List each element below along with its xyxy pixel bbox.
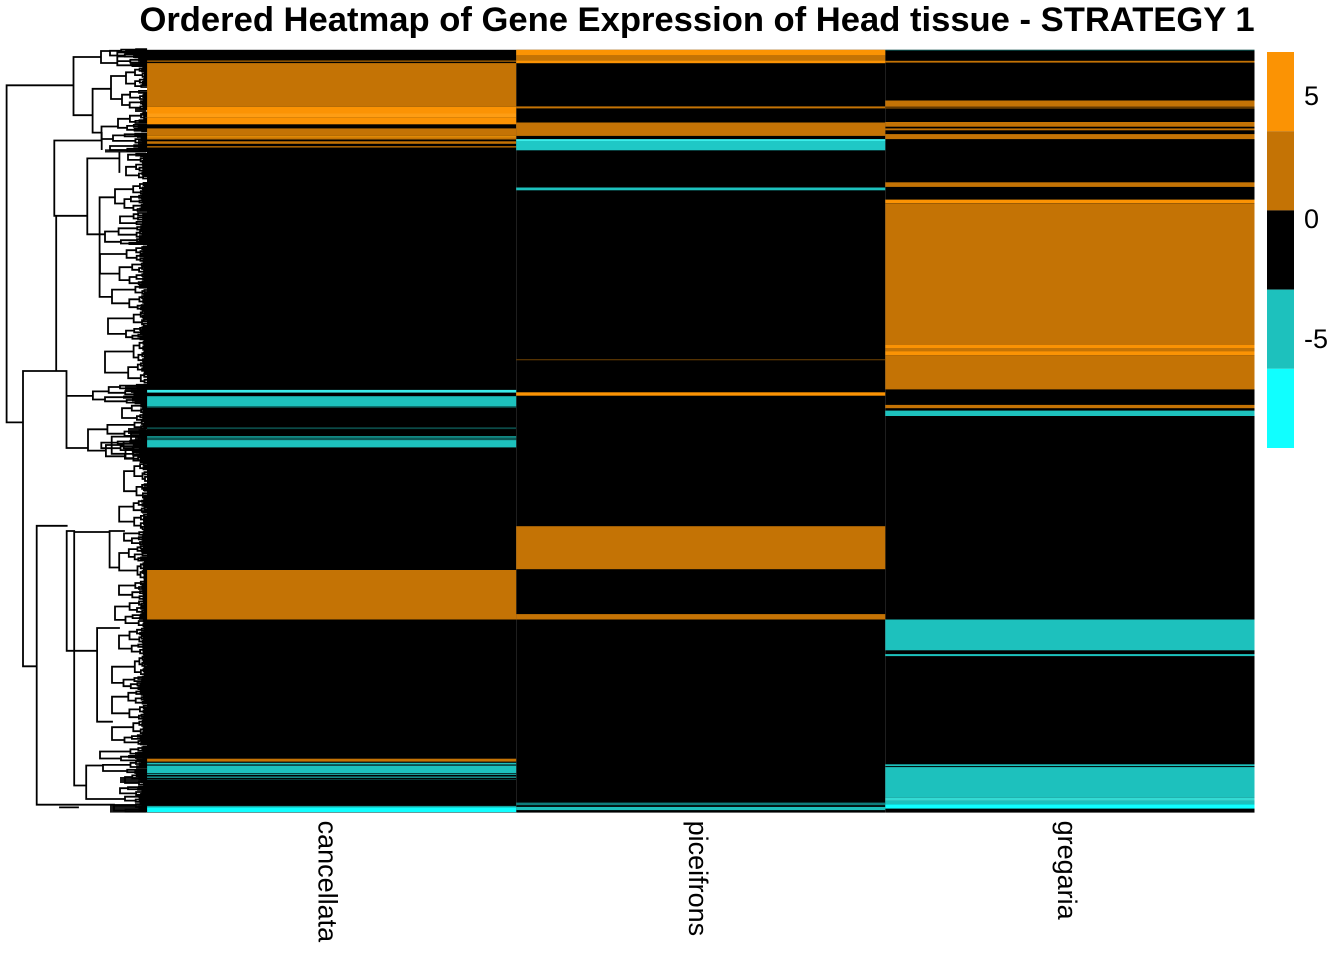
svg-text:piceifrons: piceifrons: [683, 821, 713, 937]
svg-text:-5: -5: [1304, 324, 1328, 354]
svg-text:5: 5: [1304, 81, 1319, 111]
svg-text:Ordered Heatmap of Gene Expres: Ordered Heatmap of Gene Expression of He…: [139, 1, 1254, 39]
svg-text:gregaria: gregaria: [1052, 821, 1082, 921]
svg-text:0: 0: [1304, 204, 1319, 234]
svg-text:cancellata: cancellata: [313, 821, 343, 944]
